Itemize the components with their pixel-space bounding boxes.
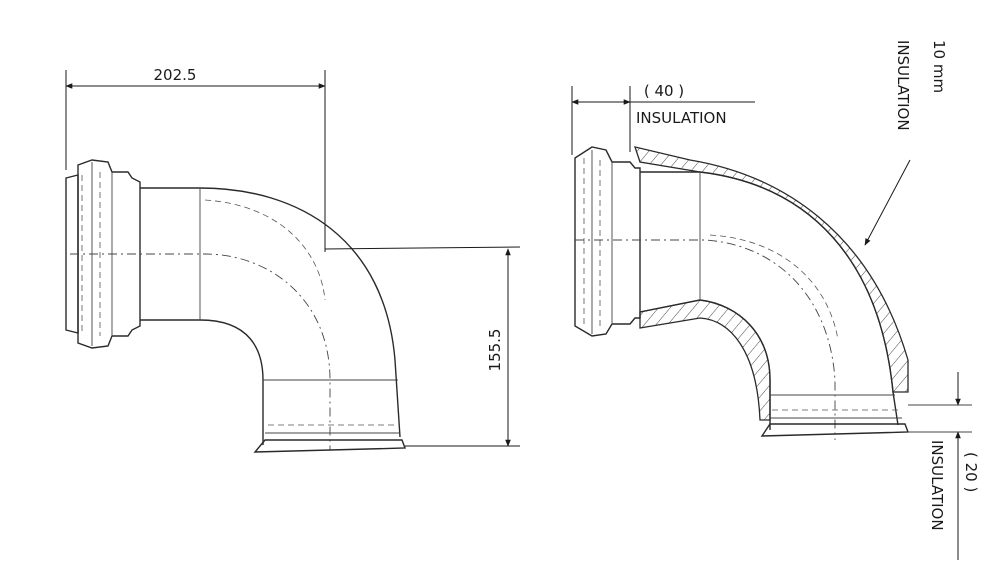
shell-thickness-value: 10 mm	[930, 40, 948, 93]
shell-thickness-label: INSULATION	[894, 40, 912, 131]
dimension-inlet-insulation: ( 40 ) INSULATION	[571, 82, 755, 155]
outlet-insulation-label: INSULATION	[928, 440, 946, 531]
inlet-insulation-value: ( 40 )	[644, 82, 684, 100]
dimension-width: 202.5	[65, 66, 326, 252]
outlet-insulation-value: ( 20 )	[962, 452, 980, 492]
right-inlet-ferrule	[574, 146, 641, 337]
left-elbow-body	[70, 187, 401, 450]
dimension-outlet-insulation: ( 20 ) INSULATION	[928, 372, 980, 560]
right-elbow-view: ( 40 ) INSULATION 10 mm INSULATION ( 20 …	[571, 40, 980, 560]
insulation-shell	[634, 146, 909, 421]
dimension-height: 155.5	[324, 246, 521, 447]
inlet-insulation-label: INSULATION	[636, 109, 727, 127]
right-elbow-body	[575, 171, 899, 440]
shell-thickness-callout: 10 mm INSULATION	[864, 40, 948, 246]
right-outlet-ferrule	[760, 404, 972, 437]
dimension-width-label: 202.5	[154, 66, 197, 84]
left-outlet-ferrule	[253, 424, 407, 453]
dimension-height-label: 155.5	[486, 329, 504, 372]
left-elbow-view: 202.5 155.5	[65, 66, 521, 453]
